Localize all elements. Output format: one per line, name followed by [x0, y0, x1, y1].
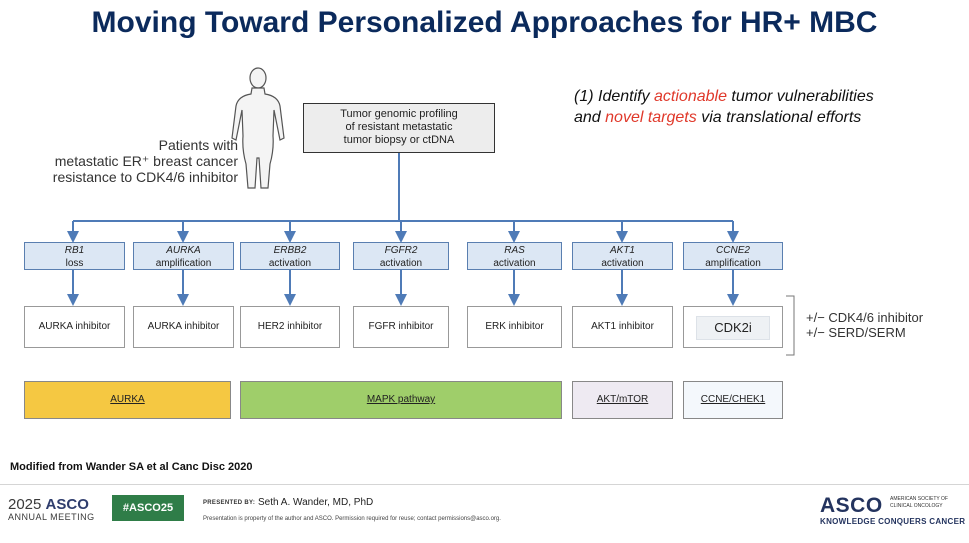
- actionable-highlight: actionable: [654, 88, 727, 105]
- alteration-type: activation: [268, 258, 312, 269]
- asco-logo: ASCO: [820, 494, 883, 517]
- cdk2i-label: CDK2i: [696, 316, 770, 340]
- annual-meeting-label: ANNUAL MEETING: [8, 512, 95, 522]
- alteration-box-erbb2: ERBB2 activation: [240, 242, 340, 270]
- alteration-box-rb1: RB1 loss: [24, 242, 125, 270]
- gene-name: FGFR2: [384, 245, 418, 256]
- drug-box-erk-inhibitor: ERK inhibitor: [467, 306, 562, 348]
- alteration-type: amplification: [155, 258, 212, 269]
- alteration-box-ccne2: CCNE2 amplification: [683, 242, 783, 270]
- alteration-box-ras: RAS activation: [467, 242, 562, 270]
- gene-name: RB1: [64, 245, 85, 256]
- slide-title: Moving Toward Personalized Approaches fo…: [91, 6, 878, 39]
- identify-targets-note: (1) Identify actionable tumor vulnerabil…: [574, 86, 894, 128]
- meeting-org: ASCO: [45, 496, 89, 513]
- gene-name: AURKA: [166, 245, 201, 256]
- hashtag-badge: #ASCO25: [112, 495, 184, 521]
- alteration-type: activation: [601, 258, 644, 269]
- genomic-profiling-box: Tumor genomic profiling of resistant met…: [303, 103, 495, 153]
- identify-text: via translational efforts: [696, 109, 862, 126]
- patients-line: Patients with: [158, 137, 238, 153]
- alteration-box-akt1: AKT1 activation: [572, 242, 673, 270]
- profiling-line: of resistant metastatic: [345, 121, 453, 133]
- asco-tagline: KNOWLEDGE CONQUERS CANCER: [820, 517, 966, 526]
- source-credit: Modified from Wander SA et al Canc Disc …: [10, 461, 253, 473]
- annual-meeting-logo: 2025 ASCO: [8, 496, 89, 513]
- identify-text: tumor vulnerabilities and: [574, 88, 874, 126]
- patients-line: resistance to CDK4/6 inhibitor: [52, 169, 238, 185]
- drug-box-her2-inhibitor: HER2 inhibitor: [240, 306, 340, 348]
- combination-bracket: [786, 295, 795, 356]
- drug-box-fgfr-inhibitor: FGFR inhibitor: [353, 306, 449, 348]
- gene-name: AKT1: [609, 245, 635, 256]
- alteration-type: activation: [379, 258, 423, 269]
- drug-box-aurka-inhibitor: AURKA inhibitor: [24, 306, 125, 348]
- gene-name: CCNE2: [716, 245, 750, 256]
- meeting-year: 2025: [8, 496, 42, 513]
- presenter-name: Seth A. Wander, MD, PhD: [258, 497, 374, 508]
- alteration-box-aurka: AURKA amplification: [133, 242, 234, 270]
- drug-box-akt1-inhibitor: AKT1 inhibitor: [572, 306, 673, 348]
- alteration-type: activation: [493, 258, 536, 269]
- novel-targets-highlight: novel targets: [605, 109, 697, 126]
- patient-silhouette-icon: [231, 67, 285, 189]
- patients-label: Patients with metastatic ER⁺ breast canc…: [30, 137, 238, 185]
- drug-box-aurka-inhibitor: AURKA inhibitor: [133, 306, 234, 348]
- alteration-box-fgfr2: FGFR2 activation: [353, 242, 449, 270]
- pathway-box-aurka: AURKA: [24, 381, 231, 419]
- alteration-type: loss: [65, 258, 84, 269]
- footer-divider: [0, 484, 969, 485]
- copyright-disclaimer: Presentation is property of the author a…: [203, 516, 501, 522]
- presented-by-label: PRESENTED BY:: [203, 500, 256, 506]
- gene-name: RAS: [504, 245, 525, 256]
- combination-serd: +/− SERD/SERM: [806, 325, 906, 340]
- patients-line: metastatic ER⁺ breast cancer: [54, 153, 238, 169]
- profiling-line: Tumor genomic profiling: [340, 108, 458, 120]
- profiling-line: tumor biopsy or ctDNA: [343, 134, 455, 146]
- asco-society-name: AMERICAN SOCIETY OF CLINICAL ONCOLOGY: [890, 496, 948, 509]
- combination-cdk46: +/− CDK4/6 inhibitor: [806, 310, 924, 325]
- alteration-type: amplification: [705, 258, 761, 269]
- pathway-box-mapk: MAPK pathway: [240, 381, 562, 419]
- pathway-box-akt-mtor: AKT/mTOR: [572, 381, 673, 419]
- identify-text: (1) Identify: [574, 88, 655, 105]
- gene-name: ERBB2: [273, 245, 307, 256]
- pathway-box-ccne-chek1: CCNE/CHEK1: [683, 381, 783, 419]
